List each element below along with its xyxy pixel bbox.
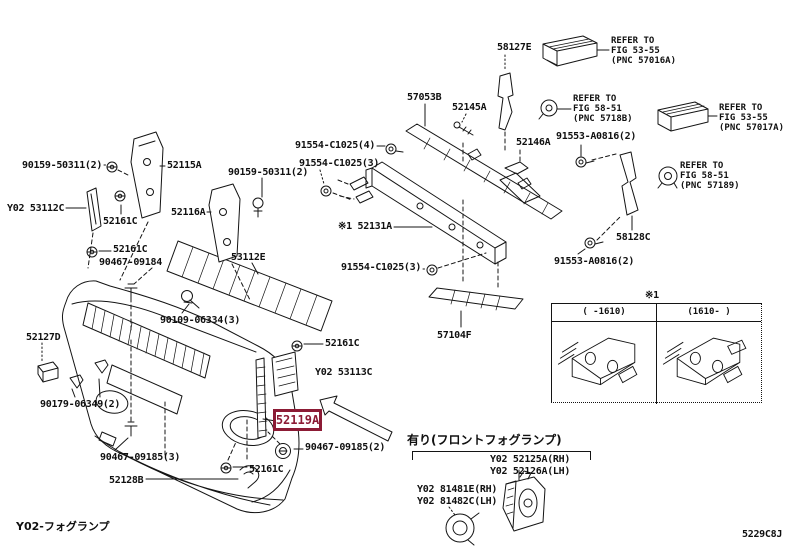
leader-lines (41, 49, 718, 516)
part-label-52161c[interactable]: 52161C (113, 244, 148, 255)
part-label-91554-c1025-3[interactable]: 91554-C1025(3) (299, 158, 380, 169)
refer-note-line: (PNC 5718B) (573, 114, 633, 124)
variant-table-body (552, 322, 761, 404)
refer-note-line: (PNC 57189) (680, 181, 740, 191)
part-label-52145a[interactable]: 52145A (452, 102, 487, 113)
variant-col-post1610: (1610- ) (687, 307, 731, 317)
part-label-91554-c1025-3[interactable]: 91554-C1025(3) (341, 262, 422, 273)
box-art-57016A (542, 35, 598, 67)
upper-bar-art-57053B (405, 123, 563, 220)
box-art-57017A (657, 101, 709, 132)
part-label-y02-52125a-rh[interactable]: Y02 52125A(RH) (490, 454, 571, 465)
fog-lamp-unit-art (502, 470, 546, 532)
variant-sketch-post1610 (657, 322, 761, 404)
bracket-art-58128C (619, 151, 639, 216)
part-label-57104f[interactable]: 57104F (437, 330, 472, 341)
grommet-art-57189 (657, 166, 678, 189)
part-label-90109-06334-3[interactable]: 90109-06334(3) (160, 315, 241, 326)
refer-note-line: FIG 58-51 (573, 104, 622, 114)
refer-note-line: REFER TO (719, 103, 763, 113)
reinforcement-art-52131A (349, 161, 507, 265)
part-label-52128b[interactable]: 52128B (109, 475, 144, 486)
bumper-cover-art (62, 280, 300, 514)
bumper-edge-retainer-art (255, 357, 268, 439)
part-label-52161c[interactable]: 52161C (103, 216, 138, 227)
part-label-90159-50311-2[interactable]: 90159-50311(2) (22, 160, 103, 171)
refer-note-57017A: REFER TO FIG 53-55 (PNC 57017A) (719, 103, 784, 133)
part-label-58128c[interactable]: 58128C (616, 232, 651, 243)
part-label-y02-81482c-lh[interactable]: Y02 81482C(LH) (417, 496, 498, 507)
grommet-art-5718B (538, 99, 558, 120)
doc-code: 5229C8J (742, 529, 783, 540)
refer-note-line: FIG 53-55 (719, 113, 768, 123)
refer-note-57016A: REFER TO FIG 53-55 (PNC 57016A) (611, 36, 676, 66)
refer-note-line: REFER TO (680, 161, 724, 171)
selected-part-number: 52119A (275, 413, 320, 427)
refer-note-line: REFER TO (611, 36, 655, 46)
plate-art-53112C (86, 187, 102, 232)
cover-art-52127D (37, 361, 59, 383)
refer-note-line: REFER TO (573, 94, 617, 104)
fog-section-header: 有り(フロントフォグランプ) (407, 433, 562, 447)
part-label-91553-a0816-2[interactable]: 91553-A0816(2) (556, 131, 637, 142)
bracket-art-52116A (208, 183, 241, 263)
refer-note-5718B: REFER TO FIG 58-51 (PNC 5718B) (573, 94, 633, 124)
part-label-y02-81481e-rh[interactable]: Y02 81481E(RH) (417, 484, 498, 495)
part-label-y02-53113c[interactable]: Y02 53113C (315, 367, 373, 378)
part-label-52146a[interactable]: 52146A (516, 137, 551, 148)
part-label-90467-09184[interactable]: 90467-09184 (99, 257, 162, 268)
part-label-57053b[interactable]: 57053B (407, 92, 442, 103)
fastener-icons (86, 121, 604, 489)
part-label-52161c[interactable]: 52161C (325, 338, 360, 349)
refer-note-line: FIG 58-51 (680, 171, 729, 181)
variant-sketch-pre1610 (552, 322, 657, 404)
direction-arrow (319, 395, 393, 442)
refer-note-line: (PNC 57017A) (719, 123, 785, 133)
footer-option-note: Y02-フォグランプ (16, 520, 110, 533)
refer-note-line: FIG 53-55 (611, 46, 660, 56)
part-label-y02-53112c[interactable]: Y02 53112C (7, 203, 65, 214)
variant-col-pre1610: ( -1610) (552, 304, 657, 321)
part-label-91553-a0816-2[interactable]: 91553-A0816(2) (554, 256, 635, 267)
part-label-52116a[interactable]: 52116A (171, 207, 206, 218)
part-label-52161c[interactable]: 52161C (249, 464, 284, 475)
bracket-art-58127E (497, 72, 514, 131)
fog-lamp-small-art (445, 512, 480, 546)
variant-table: ( -1610) (1610- ) (551, 303, 762, 404)
bracket-art-52115A (130, 131, 164, 219)
part-label-y02-52126a-lh[interactable]: Y02 52126A(LH) (490, 466, 571, 477)
part-label-90467-09185-3[interactable]: 90467-09185(3) (100, 452, 181, 463)
part-label-90179-06349-2[interactable]: 90179-06349(2) (40, 399, 121, 410)
variant-table-header: ( -1610) (1610- ) (552, 304, 761, 322)
part-label-52115a[interactable]: 52115A (167, 160, 202, 171)
refer-note-line: (PNC 57016A) (611, 56, 677, 66)
part-label-58127e[interactable]: 58127E (497, 42, 532, 53)
brackets-art-52146A (499, 161, 541, 204)
selected-part-callout[interactable]: 52119A (273, 409, 322, 431)
fog-bezel-art-53113C (271, 351, 299, 397)
part-label-90467-09185-2[interactable]: 90467-09185(2) (305, 442, 386, 453)
grille-art-53112E (166, 240, 333, 332)
refer-note-57189: REFER TO FIG 58-51 (PNC 57189) (680, 161, 740, 191)
part-label-52127d[interactable]: 52127D (26, 332, 61, 343)
part-label-90159-50311-2[interactable]: 90159-50311(2) (228, 167, 309, 178)
variant-table-note: ※1 (645, 290, 659, 301)
part-label-1-52131a[interactable]: ※1 52131A (338, 221, 392, 232)
clips-art-90179 (69, 359, 109, 389)
part-label-53112e[interactable]: 53112E (231, 252, 266, 263)
lower-plate-art-57104F (428, 287, 524, 311)
part-label-91554-c1025-4[interactable]: 91554-C1025(4) (295, 140, 376, 151)
fog-section-bracket (412, 451, 591, 460)
